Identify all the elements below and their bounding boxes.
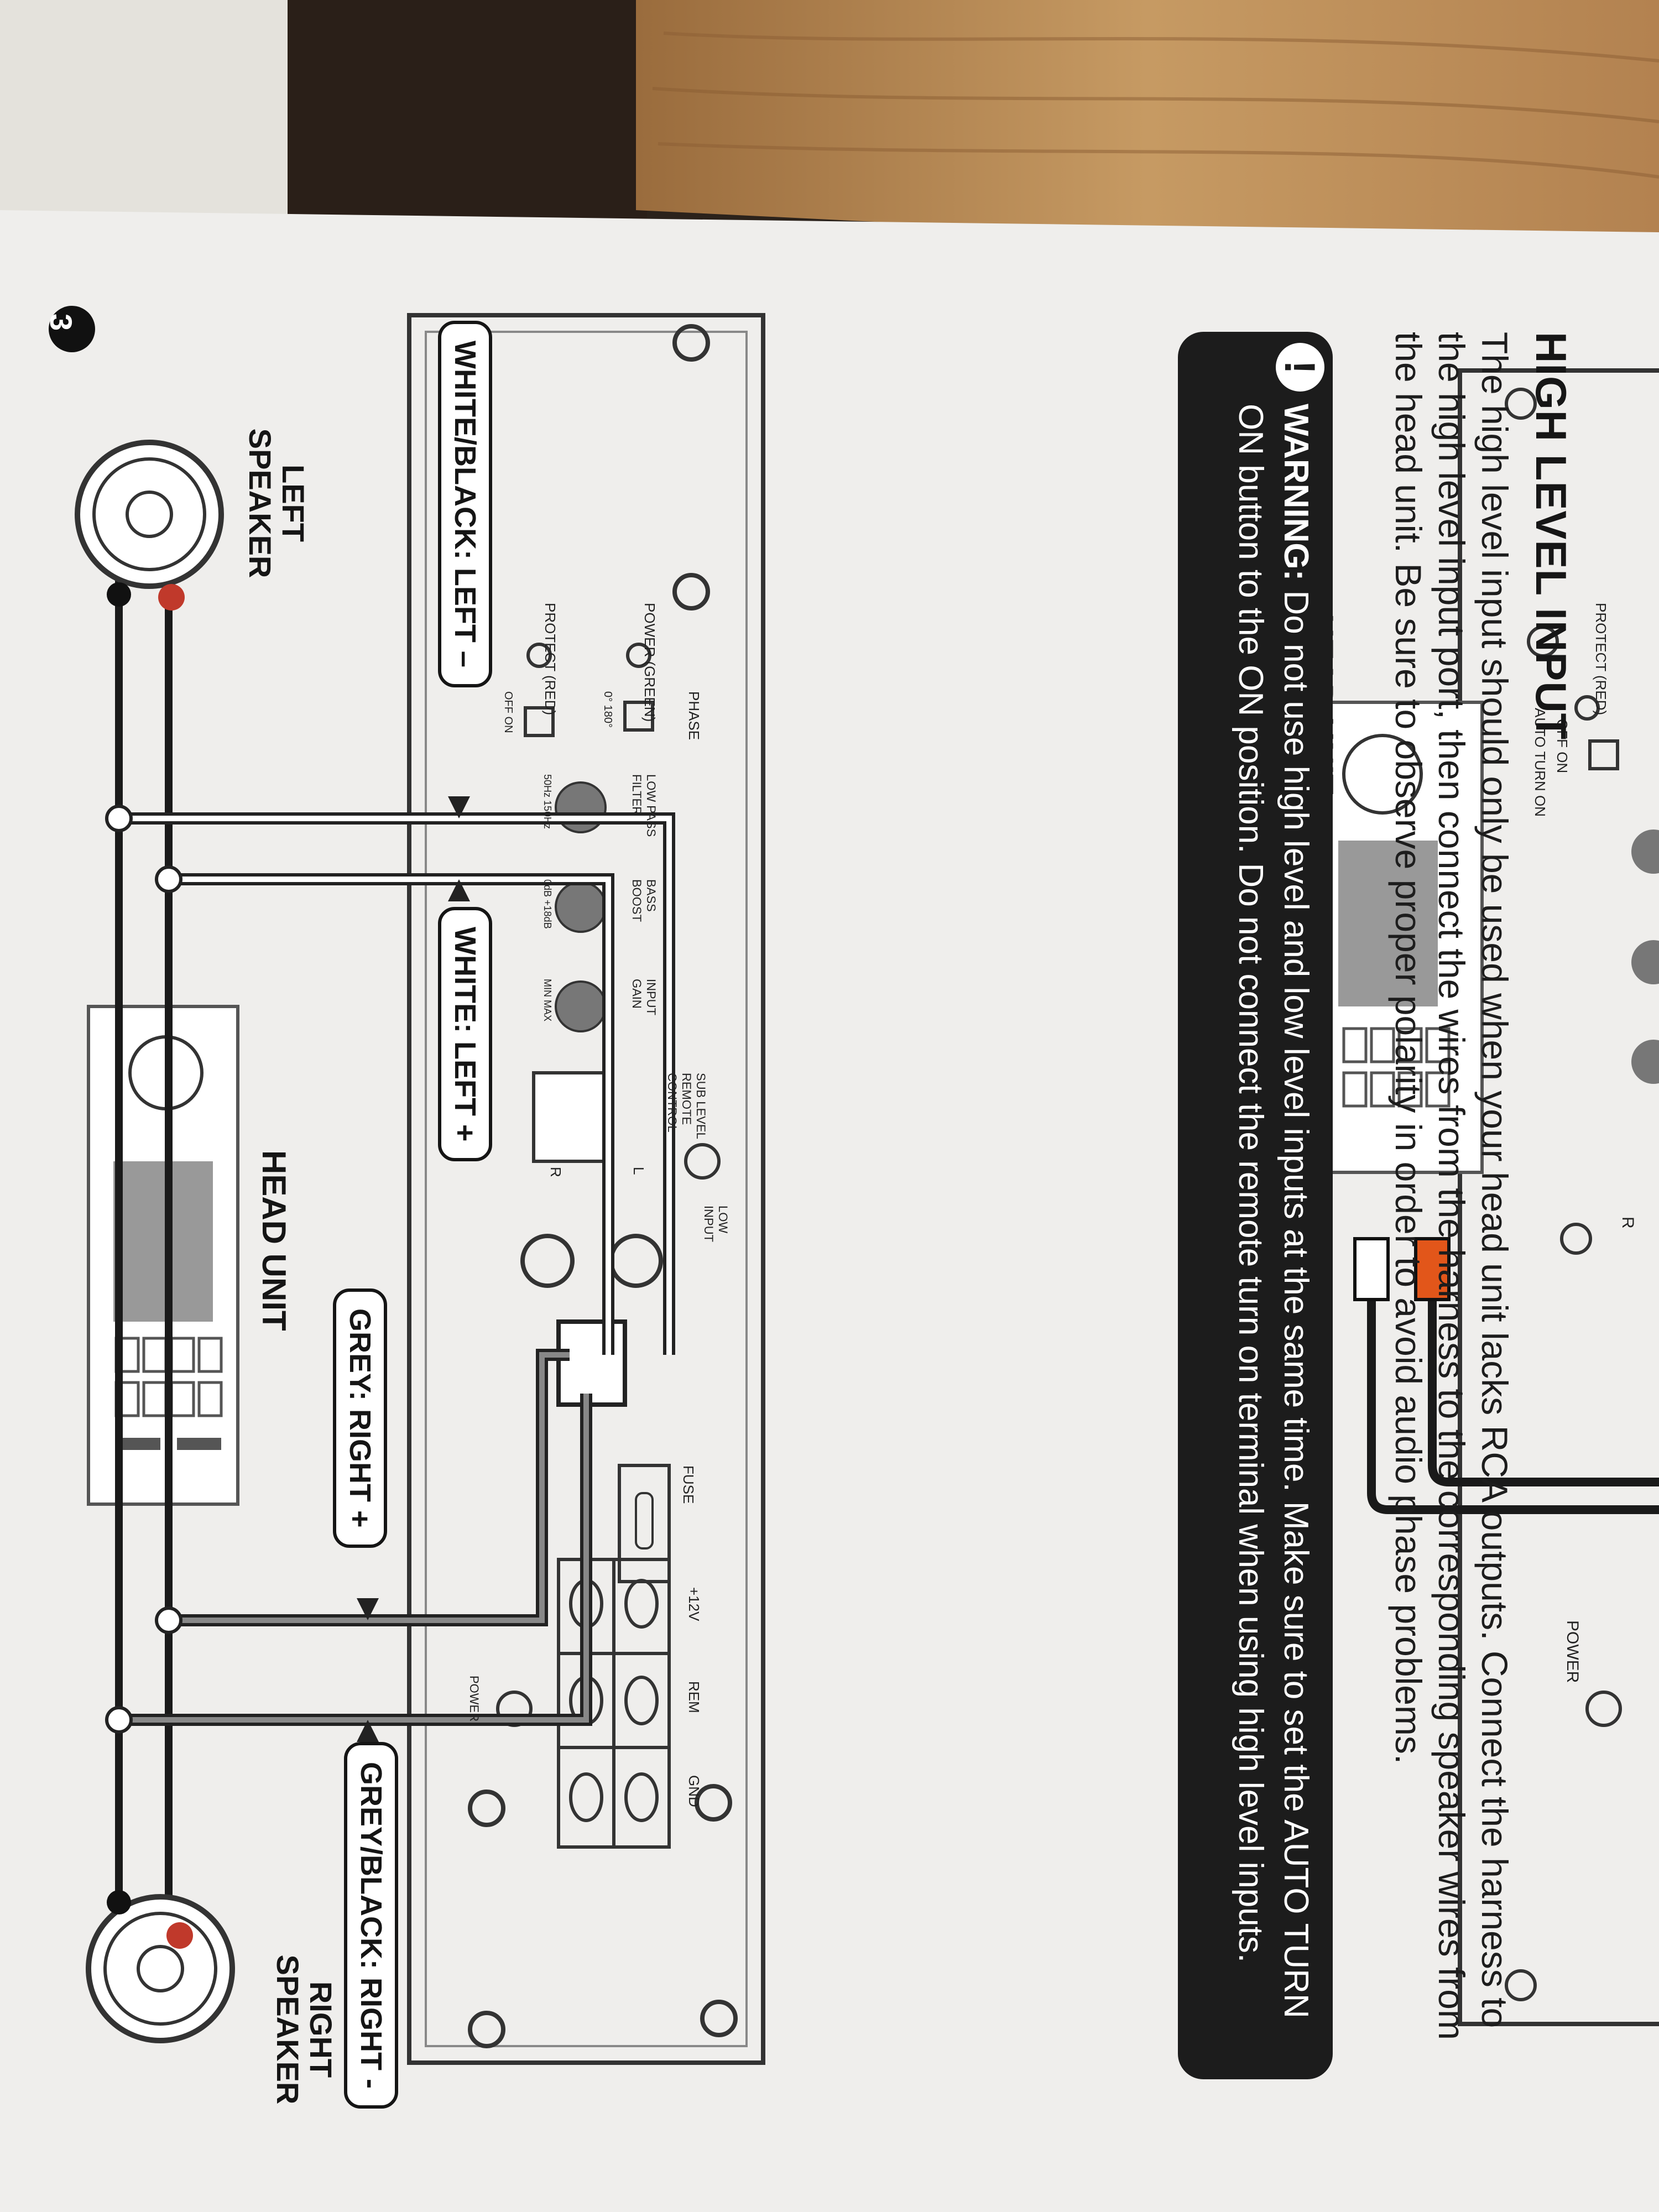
rca-cable [1428, 1300, 1659, 1486]
screw-icon [695, 1784, 732, 1822]
power-terminal-block-icon [557, 1558, 671, 1849]
instruction-paragraph: The high level input should only be used… [1388, 332, 1515, 2040]
screw-icon [1505, 1969, 1537, 2001]
speaker-plus-terminal-icon [158, 584, 185, 611]
rca-cable [1367, 1300, 1659, 1514]
protect-led-icon [526, 643, 552, 668]
power-led-icon [626, 643, 651, 668]
screw-icon [468, 2011, 505, 2048]
step-number-badge [49, 306, 95, 352]
protect-led-icon [1574, 695, 1600, 721]
knob-icon [1342, 734, 1423, 815]
display-icon [113, 1161, 213, 1322]
arrow-icon [357, 1720, 379, 1742]
screw-icon [672, 324, 710, 362]
instruction-page: HIGH LEVEL INPUT The high level input sh… [83, 221, 1631, 2201]
auto-turn-on-switch-icon [524, 706, 555, 737]
knob-icon [1631, 1040, 1659, 1084]
warning-text: WARNING: Do not use high level and low l… [1228, 404, 1318, 2057]
warning-exclamation-icon: ! [1276, 343, 1324, 392]
phase-switch-icon [623, 701, 654, 732]
warning-label: WARNING: [1277, 404, 1315, 581]
rca-plug-white-icon [1353, 1237, 1390, 1301]
screw-icon [1560, 1223, 1592, 1255]
amp-panel-outline [407, 313, 765, 2065]
top-amp-panel-outline [1458, 368, 1659, 2026]
arrow-icon [357, 1598, 379, 1620]
arrow-icon [448, 879, 470, 901]
auto-turn-on-switch-icon [1588, 739, 1619, 770]
right-speaker-icon [86, 1894, 235, 2043]
screw-icon [1527, 625, 1559, 658]
left-speaker-icon [75, 440, 224, 589]
rca-plug-orange-icon [1414, 1237, 1451, 1301]
screw-icon [672, 573, 710, 611]
speaker-minus-terminal-icon [107, 582, 131, 607]
speaker-plus-terminal-icon [166, 1922, 193, 1949]
rca-r-jack-icon [520, 1234, 575, 1288]
arrow-icon [448, 796, 470, 818]
remote-jack-icon [532, 1071, 607, 1163]
display-icon [1338, 841, 1438, 1006]
screw-icon [468, 1790, 505, 1827]
low-input-icon [684, 1143, 721, 1180]
speaker-minus-terminal-icon [107, 1890, 131, 1914]
fuse-element-icon [635, 1492, 654, 1550]
amp-panel-inner [425, 331, 748, 2047]
step-number: 3 [44, 314, 79, 331]
section-heading: HIGH LEVEL INPUT [1527, 332, 1575, 740]
screw-icon [700, 2000, 738, 2037]
knob-icon [1631, 940, 1659, 984]
warning-body: Do not use high level and low level inpu… [1232, 404, 1315, 2018]
power-led-icon [1585, 1691, 1622, 1727]
screw-icon [1505, 388, 1537, 420]
knob-icon [1631, 830, 1659, 874]
